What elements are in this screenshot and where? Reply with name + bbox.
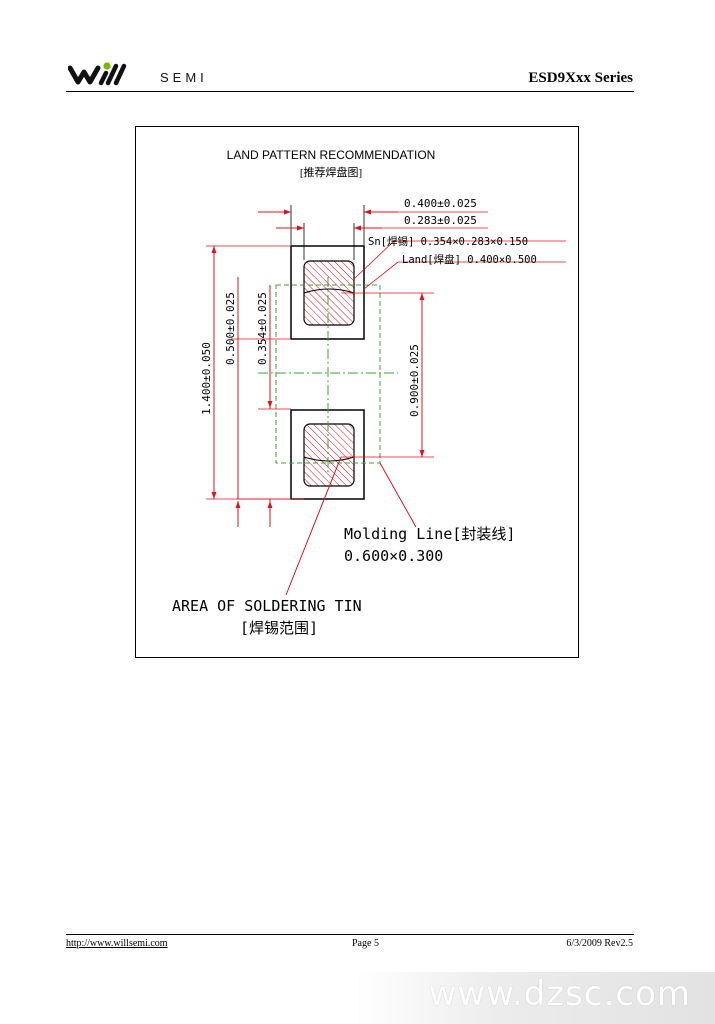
dim-total-height: 1.400±0.050 (200, 342, 213, 415)
dim-pitch: 0.900±0.025 (408, 344, 421, 417)
page-number: Page 5 (352, 938, 379, 949)
land-pattern-figure: LAND PATTERN RECOMMENDATION [推荐焊盘图] 0.40… (135, 126, 579, 658)
solder-area-label: AREA OF SOLDERING TIN (172, 597, 362, 615)
figure-title-cn: [推荐焊盘图] (300, 165, 362, 179)
molding-label: Molding Line[封装线] (344, 525, 515, 543)
logo-text: SEMI (160, 70, 208, 85)
header-rule (66, 91, 634, 92)
solder-area-bottom (303, 423, 355, 487)
watermark-text: www.dzsc.com (428, 974, 691, 1014)
footer-url-link[interactable]: http://www.willsemi.com (66, 938, 168, 949)
solder-area-leader (285, 456, 342, 596)
revision-date: 6/3/2009 Rev2.5 (566, 938, 633, 949)
land-pattern-drawing: LAND PATTERN RECOMMENDATION [推荐焊盘图] 0.40… (172, 148, 566, 637)
molding-leader (379, 462, 417, 528)
watermark-band (355, 972, 715, 1024)
molding-size: 0.600×0.300 (344, 547, 443, 565)
dim-land-width: 0.400±0.025 (404, 197, 477, 210)
figure-title: LAND PATTERN RECOMMENDATION (227, 148, 436, 162)
footer-rule (66, 934, 634, 935)
land-label: Land[焊盘] 0.400×0.500 (402, 253, 537, 266)
dim-land-height: 0.500±0.025 (224, 292, 237, 365)
will-semi-logo-icon: SEMI (67, 62, 208, 86)
sn-label: Sn[焊锡] 0.354×0.283×0.150 (368, 235, 528, 248)
dim-sn-width: 0.283±0.025 (404, 214, 477, 227)
company-logo: SEMI (67, 60, 238, 90)
series-title: ESD9Xxx Series (528, 70, 633, 86)
solder-area-cn: [焊锡范围] (240, 619, 318, 637)
dim-sn-height: 0.354±0.025 (256, 292, 269, 365)
